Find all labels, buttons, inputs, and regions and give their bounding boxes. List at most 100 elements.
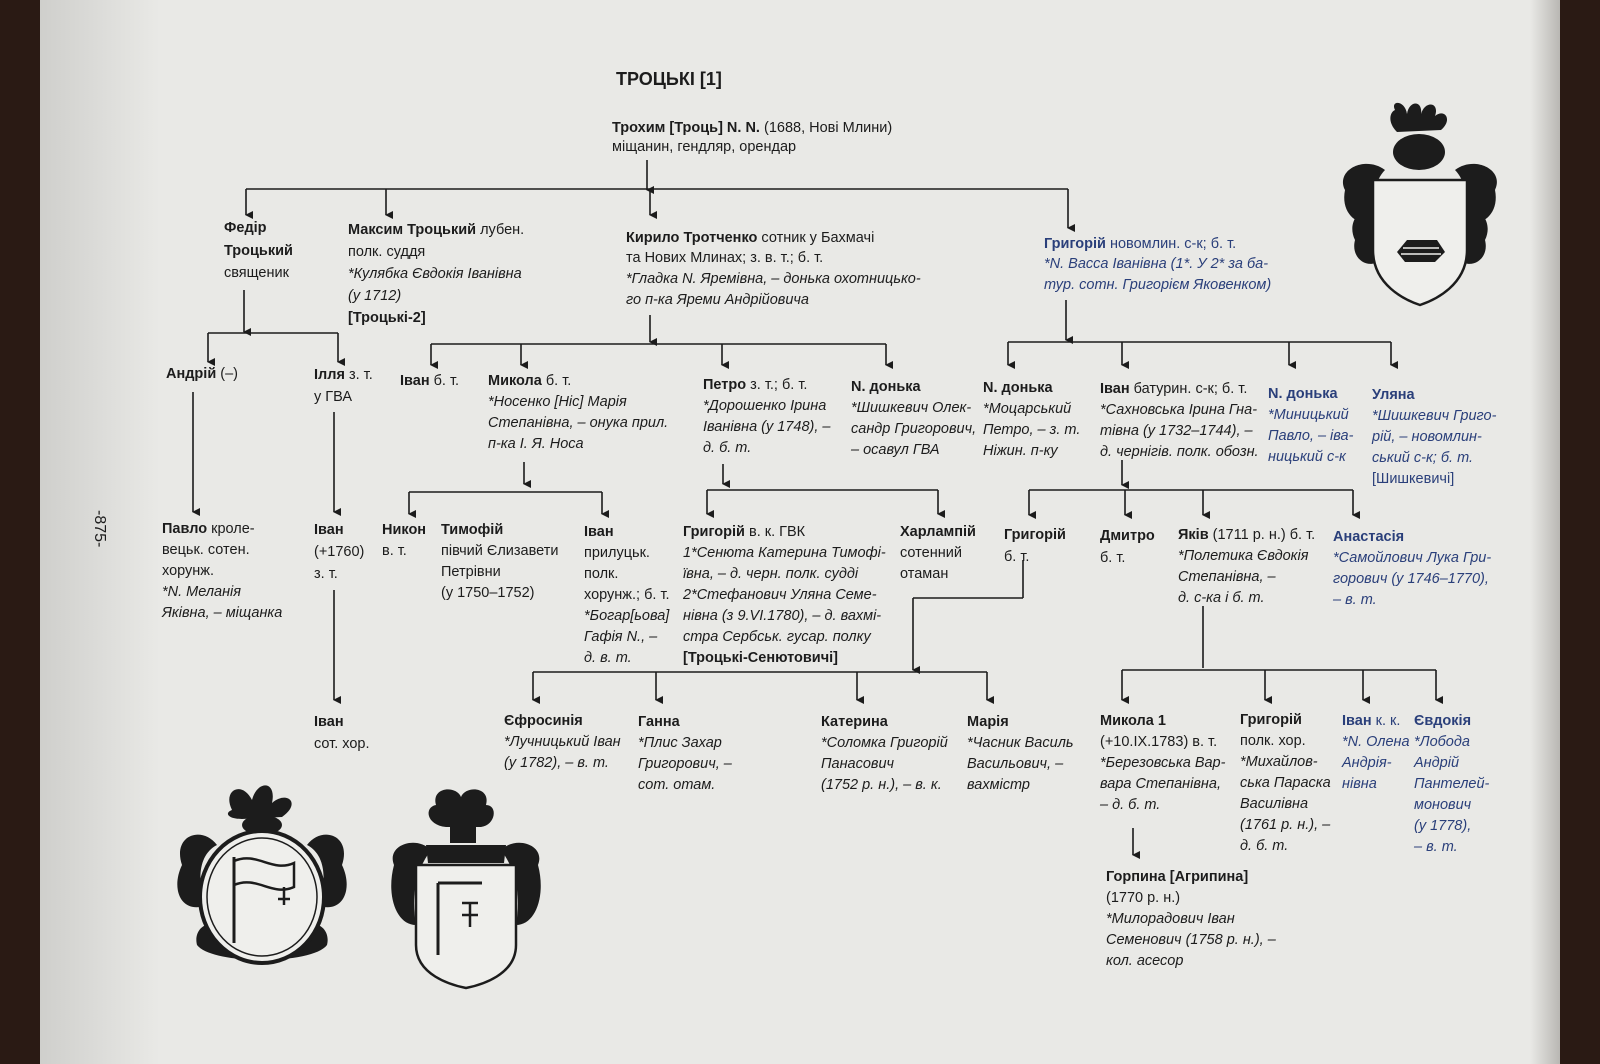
spouse-info: *Носенко [Ніс] Марія — [488, 394, 627, 410]
person-name: Петро — [703, 377, 747, 393]
person-name: Катерина — [821, 714, 888, 730]
spouse-info: (у 1782), – в. т. — [504, 755, 609, 771]
coat-of-arms-letter-icon — [391, 789, 541, 990]
spouse-info: Яківна, – міщанка — [162, 605, 283, 621]
spouse-info: д. с-ка і б. т. — [1178, 590, 1265, 606]
person-info: полк. суддя — [348, 244, 426, 260]
person-block: Іван б. т. — [400, 372, 459, 391]
person-info: (–) — [220, 366, 238, 382]
spouse-info: Васильович, – — [967, 756, 1064, 772]
spouse-info: вара Степанівна, — [1100, 776, 1221, 792]
spouse-info: (1761 р. н.), – — [1240, 817, 1331, 833]
person-info: полк. хор. — [1240, 733, 1306, 749]
spouse-info: *Миницький — [1268, 407, 1349, 423]
person-name: Марія — [967, 714, 1009, 730]
person-info: б. т. — [433, 373, 460, 389]
person-info: новомлин. с-к; б. т. — [1109, 236, 1237, 252]
person-meta: (1688, Нові Млини) — [763, 120, 893, 136]
spouse-info: – д. б. т. — [1100, 797, 1161, 813]
person-name: Кирило Тротченко — [626, 230, 758, 246]
spouse-info: сот. отам. — [638, 777, 716, 793]
person-info: прилуцьк. — [584, 545, 650, 561]
spouse-info: *N. Меланія — [162, 584, 242, 600]
person-name: Троцький — [224, 243, 293, 259]
person-block: Максим Троцький лубен. — [348, 221, 524, 240]
spouse-info: д. в. т. — [584, 650, 632, 666]
person-info: лубен. — [480, 222, 525, 238]
spouse-info: *Лучницький Іван — [504, 734, 621, 750]
spouse-info: *Березовська Вар- — [1100, 755, 1226, 771]
spouse-info: Панасович — [821, 756, 895, 772]
person-info: з. т.; б. т. — [750, 377, 808, 393]
spouse-info: д. б. т. — [703, 440, 752, 456]
spouse-info: п-ка І. Я. Носа — [488, 436, 584, 452]
person-info: півчий Єлизавети — [441, 543, 559, 559]
spouse-info: Петро, – з. т. — [983, 422, 1081, 438]
person-name: N. донька — [983, 380, 1053, 396]
person-info: з. т. — [348, 367, 373, 383]
person-name: Іван — [314, 714, 344, 730]
spouse-info: го п-ка Яреми Андрійовича — [626, 292, 809, 308]
spouse-info: монович — [1414, 797, 1472, 813]
person-info: полк. — [584, 566, 619, 582]
person-info: Петрівни — [441, 564, 501, 580]
spouse-info: ницький с-к — [1268, 449, 1346, 465]
person-block: Андрій (–) — [166, 365, 238, 384]
person-name: N. донька — [1268, 386, 1338, 402]
spouse-info: Пантелей- — [1414, 776, 1490, 792]
spouse-info: 1*Сенюта Катерина Тимофі- — [683, 545, 886, 561]
person-block: Яків (1711 р. н.) б. т. — [1178, 526, 1315, 545]
cross-reference: [Шишкевичі] — [1372, 471, 1455, 487]
person-name: N. донька — [851, 379, 921, 395]
person-name: Григорій — [1240, 712, 1302, 728]
spouse-info: *Кулябка Євдокія Іванівна — [348, 266, 522, 282]
person-info: у ГВА — [314, 389, 352, 405]
spouse-info: *Шишкевич Григо- — [1372, 408, 1497, 424]
person-name: Павло — [162, 521, 208, 537]
person-info: кроле- — [211, 521, 255, 537]
coat-of-arms-feathers-icon — [1343, 102, 1497, 307]
page-number: -875- — [91, 510, 108, 548]
spouse-info: *Моцарський — [983, 401, 1072, 417]
spouse-info: – в. т. — [1414, 839, 1458, 855]
person-name: Уляна — [1372, 387, 1415, 403]
person-name: Трохим [Троць] N. N. — [612, 120, 760, 136]
spouse-info: – в. т. — [1333, 592, 1377, 608]
person-info: к. к. — [1375, 713, 1401, 729]
spouse-info: 2*Стефанович Уляна Семе- — [683, 587, 877, 603]
spouse-info: тівна (у 1732–1744), – — [1100, 423, 1253, 439]
coat-of-arms-flag-icon — [177, 785, 347, 965]
person-block: Іван к. к. — [1342, 712, 1400, 731]
spouse-info: Ніжин. п-ку — [983, 443, 1058, 459]
person-info: сот. хор. — [314, 736, 370, 752]
person-info: вецьк. сотен. — [162, 542, 250, 558]
person-name: Никон — [382, 522, 427, 538]
person-info: (у 1712) — [348, 288, 402, 304]
person-info: (1770 р. н.) — [1106, 890, 1181, 906]
person-name: Микола 1 — [1100, 713, 1166, 729]
person-name: Іван — [1342, 713, 1372, 729]
person-name: Григорій — [1004, 527, 1066, 543]
person-block: Ілля з. т. — [314, 366, 373, 385]
person-name: Дмитро — [1100, 528, 1155, 544]
person-info: в. к. ГВК — [748, 524, 806, 540]
spouse-info: *Гладка N. Яремівна, – донька охотницько… — [626, 271, 921, 287]
spouse-info: нівна (з 9.VI.1780), – д. вахмі- — [683, 608, 882, 624]
spouse-info: Іванівна (у 1748), – — [703, 419, 831, 435]
person-name: Іван — [400, 373, 430, 389]
spouse-info: Павло, – іва- — [1268, 428, 1354, 444]
root-person: Трохим [Троць] N. N. (1688, Нові Млини) — [612, 119, 892, 138]
spouse-info: (1752 р. н.), – в. к. — [821, 777, 942, 793]
person-info: хорунж. — [162, 563, 215, 579]
spouse-info: сандр Григорович, — [851, 421, 977, 437]
spouse-info: вахмістр — [967, 777, 1030, 793]
cross-reference: [Троцькі-2] — [348, 310, 426, 326]
person-name: Андрій — [166, 366, 217, 382]
spouse-info: Гафія N., – — [584, 629, 658, 645]
spouse-info: *Милорадович Іван — [1106, 911, 1235, 927]
person-info: б. т. — [1004, 549, 1030, 565]
cross-reference: [Троцькі-Сенютовичі] — [683, 650, 838, 666]
spouse-info: *Плис Захар — [638, 735, 722, 751]
person-block: Кирило Тротченко сотник у Бахмачі — [626, 229, 874, 248]
